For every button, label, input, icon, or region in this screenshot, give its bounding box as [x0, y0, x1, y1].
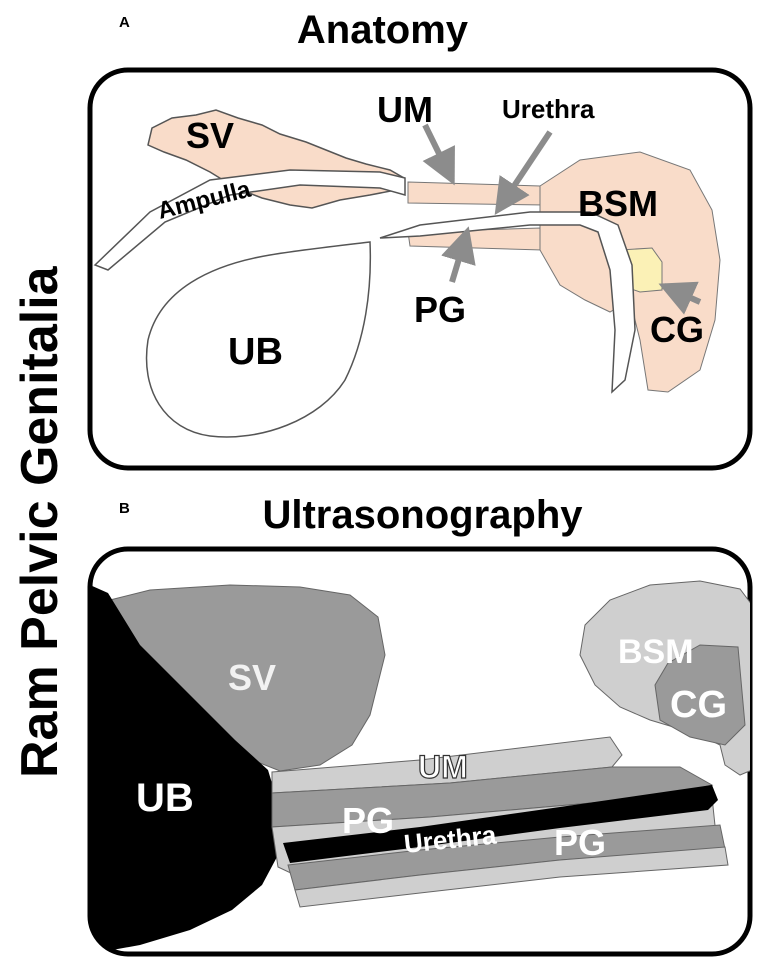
panel-a-title: Anatomy	[296, 8, 469, 52]
ultrasound-urethra-shape	[283, 785, 718, 863]
anatomy-ub-shape	[145, 241, 372, 438]
ultrasound-diagram: SV BSM CG UB UM PG Urethra PG	[87, 546, 753, 957]
anatomy-pg-arrow	[441, 226, 476, 283]
anatomy-label-pg: PG	[414, 289, 466, 330]
anatomy-diagram: SV Ampulla UM Urethra BSM PG UB CG	[87, 67, 753, 471]
ultrasound-label-um: UM	[418, 749, 468, 785]
anatomy-label-sv: SV	[186, 115, 234, 156]
anatomy-urethra-arrow	[494, 130, 553, 215]
panel-b-title: Ultrasonography	[262, 493, 583, 537]
anatomy-label-um: UM	[377, 89, 433, 130]
ultrasound-label-sv: SV	[228, 657, 276, 698]
ultrasound-label-bsm: BSM	[618, 633, 694, 671]
anatomy-cg-arrow	[658, 281, 702, 315]
panel-a-letter: A	[119, 14, 130, 31]
anatomy-label-bsm: BSM	[578, 183, 658, 224]
anatomy-ampulla-shape	[93, 169, 406, 271]
panel-b-letter: B	[119, 500, 130, 517]
anatomy-label-cg: CG	[650, 309, 704, 350]
ultrasound-bottom-strip	[294, 846, 729, 908]
ultrasound-label-pg-upper: PG	[342, 800, 394, 841]
anatomy-um-arrow	[422, 123, 455, 186]
ultrasound-ub-shape	[90, 585, 280, 954]
ultrasound-label-ub: UB	[136, 776, 194, 820]
anatomy-um-shape	[407, 181, 546, 206]
ultrasound-cg-shape	[654, 644, 746, 746]
anatomy-label-urethra: Urethra	[502, 94, 595, 124]
anatomy-label-ub: UB	[228, 331, 283, 373]
ultrasound-label-cg: CG	[670, 684, 727, 726]
ultrasound-label-pg-lower: PG	[554, 822, 606, 863]
anatomy-urethra-tube	[379, 211, 636, 394]
